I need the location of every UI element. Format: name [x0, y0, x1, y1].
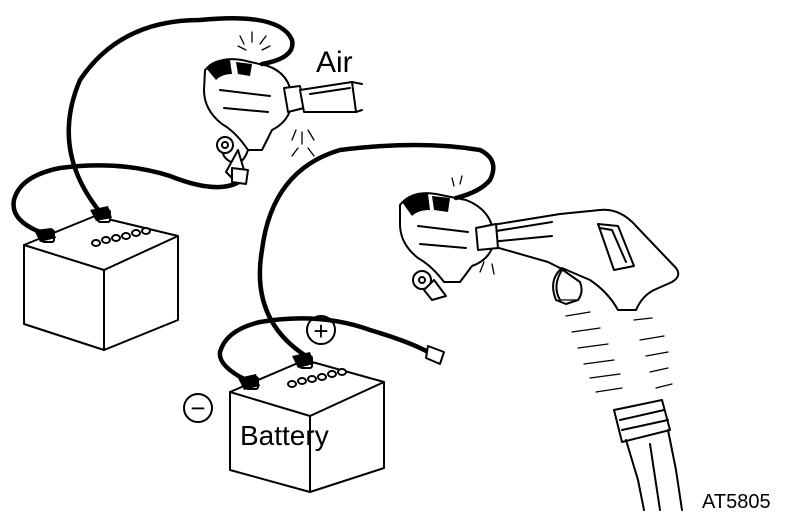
air-gun-icon: [475, 208, 683, 511]
battery-icon: [23, 206, 179, 351]
battery-icon: [229, 352, 385, 493]
figure-code: AT5805: [702, 491, 771, 513]
positive-sign: +: [313, 316, 328, 346]
battery-cell-caps: [91, 227, 151, 247]
motion-marks: [559, 299, 673, 393]
jumper-wire-icon: [11, 16, 496, 383]
battery-label: Battery: [240, 420, 329, 451]
positive-terminal-icon: [292, 352, 314, 369]
clutch-assembly-icon: [203, 31, 315, 183]
air-spray-marks: [237, 31, 315, 157]
negative-sign: −: [190, 393, 205, 423]
air-hose-icon: [613, 399, 683, 511]
air-label: Air: [316, 46, 353, 79]
battery-cell-caps: [287, 368, 347, 388]
air-nozzle-icon: [283, 81, 363, 113]
clutch-assembly-icon: [399, 175, 495, 301]
wire-connector-icon: [231, 167, 445, 365]
positive-symbol: +: [306, 315, 336, 346]
negative-symbol: −: [183, 393, 213, 423]
air-spray-marks: [451, 175, 495, 275]
